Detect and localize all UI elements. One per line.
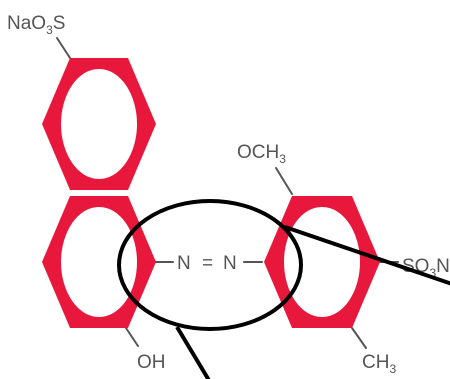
ring-top-left-inner bbox=[61, 69, 137, 179]
bond-ch3 bbox=[351, 327, 367, 349]
label-so3na: SO3Na bbox=[402, 256, 450, 280]
ring-right-inner bbox=[284, 207, 360, 317]
bond-och3 bbox=[275, 167, 293, 195]
ring-top-left bbox=[42, 58, 156, 190]
ring-bottom-left bbox=[42, 196, 156, 328]
pointer-line-bottom bbox=[175, 325, 211, 379]
pointer-line-right bbox=[284, 225, 450, 286]
label-azo-n1: N bbox=[177, 253, 191, 274]
label-azo-n2: N bbox=[223, 253, 237, 274]
highlight-ellipse bbox=[117, 199, 303, 331]
ring-right bbox=[264, 196, 380, 328]
bond-naoss bbox=[56, 37, 71, 59]
azo-highlight-annotation bbox=[117, 199, 450, 379]
label-azo-equals: = bbox=[202, 253, 213, 274]
label-ch3: CH3 bbox=[362, 352, 396, 376]
ring-bottom-left-inner bbox=[61, 207, 137, 317]
bond-oh bbox=[125, 327, 139, 347]
label-oh: OH bbox=[137, 352, 166, 373]
label-naoss: NaO3S bbox=[7, 13, 65, 37]
label-och3: OCH3 bbox=[237, 142, 286, 166]
